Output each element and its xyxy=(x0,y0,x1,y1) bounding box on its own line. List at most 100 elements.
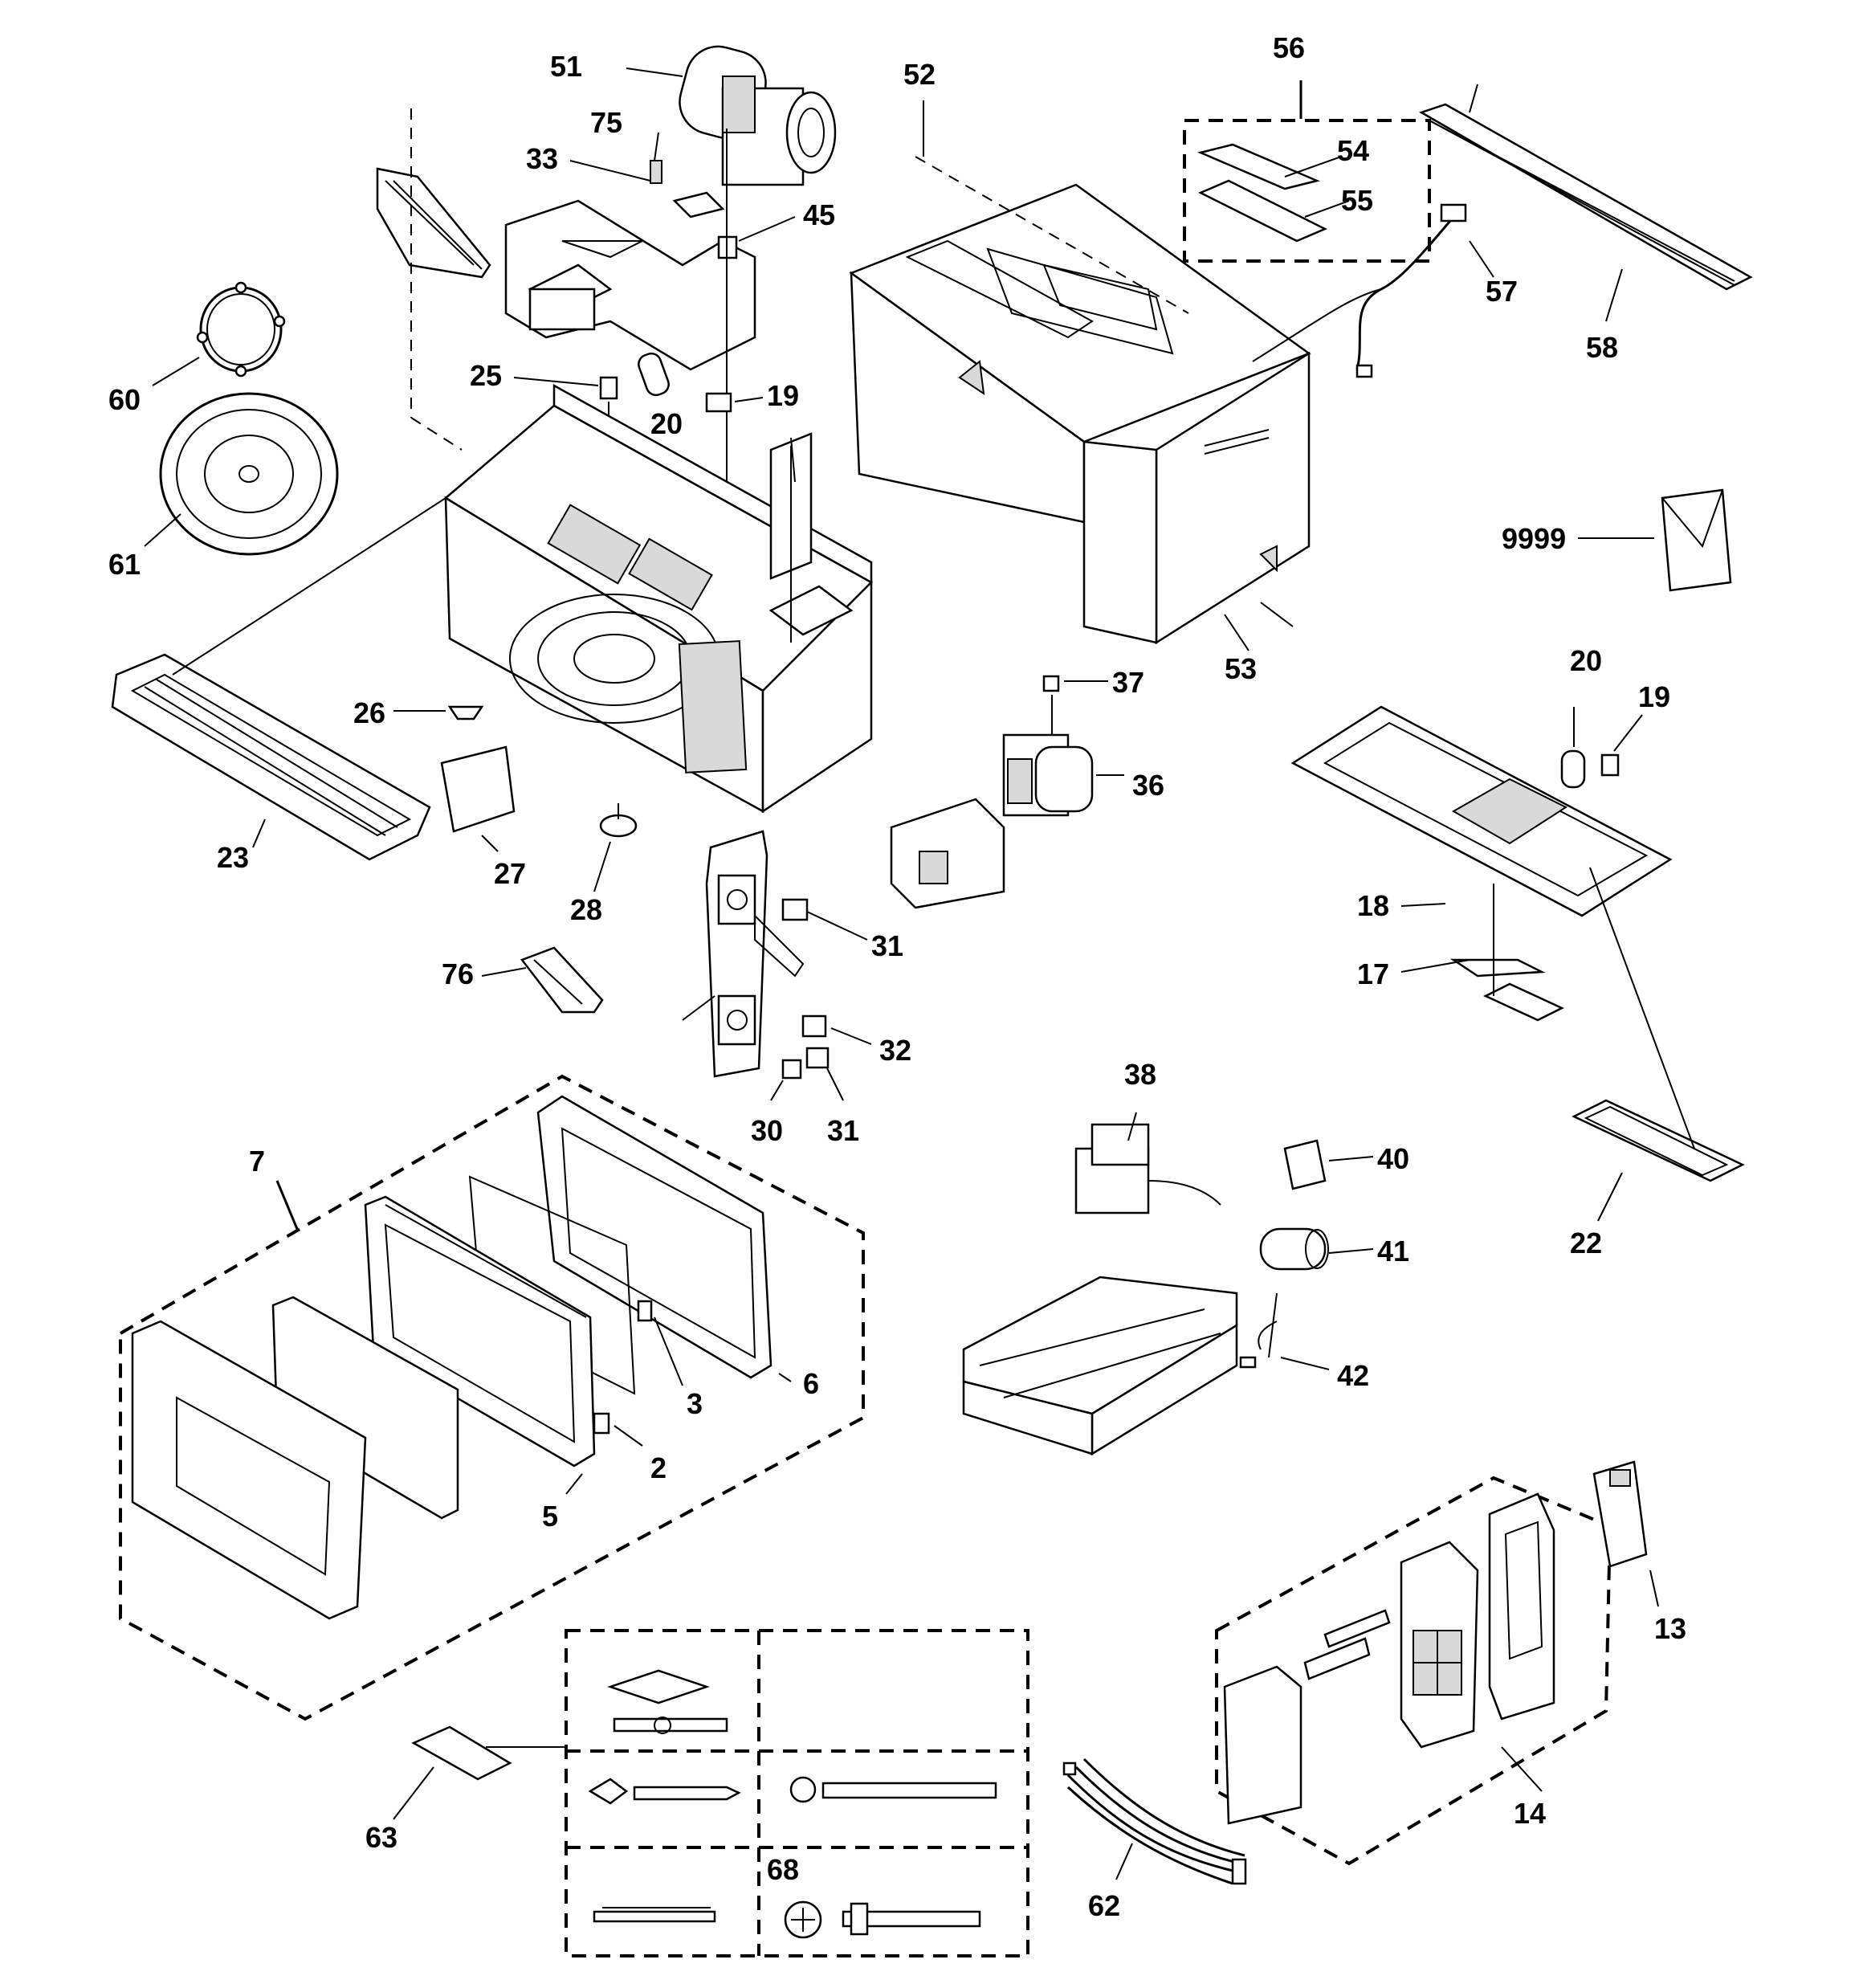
label-45: 45 xyxy=(803,198,835,231)
diode-part-42[interactable] xyxy=(1239,1321,1278,1369)
label-20-right: 20 xyxy=(1570,644,1602,677)
vent-grille[interactable] xyxy=(376,167,491,279)
fuse-part-37[interactable] xyxy=(1042,675,1060,692)
hardware-anchor[interactable] xyxy=(784,1900,981,1939)
lamp-socket-part-19-right[interactable] xyxy=(1600,753,1620,777)
air-vent-part-76[interactable] xyxy=(520,946,604,1014)
label-38: 38 xyxy=(1124,1058,1156,1091)
cover-part-54[interactable] xyxy=(1197,143,1320,190)
hardware-bolt[interactable] xyxy=(789,1776,997,1803)
label-28: 28 xyxy=(570,893,602,926)
waveguide-housing[interactable] xyxy=(890,798,1005,909)
bottom-plate-assembly[interactable] xyxy=(1290,705,1673,917)
lamp-part-20-right[interactable] xyxy=(1560,749,1586,789)
label-42: 42 xyxy=(1337,1359,1369,1392)
roller-ring-part-60[interactable] xyxy=(196,281,286,378)
label-57: 57 xyxy=(1486,275,1518,308)
label-9999: 9999 xyxy=(1502,522,1566,555)
interlock-switch-part-32[interactable] xyxy=(801,1014,827,1038)
door-hinge-part-2[interactable] xyxy=(593,1412,610,1435)
interlock-part-30[interactable] xyxy=(781,1059,802,1080)
label-56: 56 xyxy=(1273,31,1305,64)
control-panel-box-14 xyxy=(1215,1476,1612,1866)
label-53: 53 xyxy=(1225,652,1257,685)
seal-part-55[interactable] xyxy=(1198,179,1327,243)
interlock-switch-part-31-top[interactable] xyxy=(781,898,809,921)
lamp-socket-part-19-top[interactable] xyxy=(705,392,732,413)
label-6: 6 xyxy=(803,1367,819,1400)
label-5: 5 xyxy=(542,1500,558,1533)
magnetron-part-36[interactable] xyxy=(1002,733,1094,817)
door-spring-part-3[interactable] xyxy=(637,1300,653,1322)
lamp-part-20-top[interactable] xyxy=(636,351,671,398)
label-63: 63 xyxy=(365,1821,397,1854)
control-board-part-13[interactable] xyxy=(1592,1460,1648,1568)
interlock-switch-part-31-bottom[interactable] xyxy=(805,1047,830,1069)
label-41: 41 xyxy=(1377,1235,1409,1268)
label-13: 13 xyxy=(1654,1612,1686,1645)
label-20-top: 20 xyxy=(650,407,683,440)
label-52: 52 xyxy=(903,58,936,91)
label-26: 26 xyxy=(353,696,385,729)
thermostat-part-25[interactable] xyxy=(599,376,618,400)
label-62: 62 xyxy=(1088,1889,1120,1922)
label-51: 51 xyxy=(550,50,582,83)
label-19-right: 19 xyxy=(1638,680,1670,713)
mounting-plate-part-58[interactable] xyxy=(1418,103,1753,291)
part-labels: 2 3 5 6 7 13 14 17 18 19 19 20 20 22 23 … xyxy=(108,31,1686,1922)
wire-harness-part-62[interactable] xyxy=(1062,1757,1247,1885)
damper-bracket-assembly[interactable] xyxy=(504,160,756,371)
label-17: 17 xyxy=(1357,957,1389,990)
label-23: 23 xyxy=(217,841,249,874)
door-assembly-box-7 xyxy=(119,1074,865,1721)
label-19-top: 19 xyxy=(767,379,799,412)
membrane-switch-frame[interactable] xyxy=(1488,1492,1555,1721)
base-plate[interactable] xyxy=(962,1276,1238,1456)
filter-part-18[interactable] xyxy=(1449,958,1546,978)
control-keypad[interactable] xyxy=(1400,1541,1479,1749)
label-68: 68 xyxy=(767,1853,799,1886)
label-3: 3 xyxy=(687,1387,703,1420)
grease-filter-part-22[interactable] xyxy=(1572,1099,1745,1182)
fan-motor-part-51[interactable] xyxy=(672,39,837,186)
glass-tray-part-61[interactable] xyxy=(159,392,339,556)
manual-document-part-9999[interactable] xyxy=(1661,488,1732,592)
label-54: 54 xyxy=(1337,134,1369,167)
hardware-toggle-bolt[interactable] xyxy=(607,1669,728,1734)
label-61: 61 xyxy=(108,548,141,581)
label-14: 14 xyxy=(1514,1797,1546,1830)
display-window[interactable] xyxy=(1303,1609,1391,1680)
vent-grille-part-23[interactable] xyxy=(111,653,431,861)
oven-cavity[interactable] xyxy=(443,383,874,814)
control-cover[interactable] xyxy=(1223,1665,1302,1825)
label-40: 40 xyxy=(1377,1142,1409,1175)
door-latch-board[interactable] xyxy=(705,830,805,1078)
label-30: 30 xyxy=(751,1114,783,1147)
hardware-kit-box-68 xyxy=(565,1629,1029,1957)
hardware-wood-screw[interactable] xyxy=(588,1778,741,1805)
waveguide-cover-part-27[interactable] xyxy=(440,745,516,833)
label-18: 18 xyxy=(1357,889,1389,922)
label-33: 33 xyxy=(526,142,558,175)
label-37: 37 xyxy=(1112,666,1144,699)
label-25: 25 xyxy=(470,359,502,392)
coupler-part-26[interactable] xyxy=(447,705,484,720)
hardware-strip[interactable] xyxy=(593,1907,716,1923)
capacitor-part-41[interactable] xyxy=(1259,1227,1329,1271)
door-front-panel[interactable] xyxy=(131,1320,367,1620)
label-32: 32 xyxy=(879,1034,911,1067)
capacitor-bracket-part-40[interactable] xyxy=(1283,1139,1327,1190)
turntable-motor-part-28[interactable] xyxy=(599,803,638,838)
label-7: 7 xyxy=(249,1145,265,1178)
cover-part-17[interactable] xyxy=(1483,982,1564,1022)
hardware-bag-part-63[interactable] xyxy=(411,1725,512,1781)
label-58: 58 xyxy=(1586,331,1618,364)
transformer-part-38[interactable] xyxy=(1074,1123,1221,1214)
door-frame-part-6[interactable] xyxy=(536,1095,773,1379)
label-76: 76 xyxy=(442,957,474,990)
label-27: 27 xyxy=(494,857,526,890)
power-cord-part-57[interactable] xyxy=(1252,203,1467,378)
label-36: 36 xyxy=(1132,769,1164,802)
outer-case-part-53[interactable] xyxy=(849,183,1311,645)
